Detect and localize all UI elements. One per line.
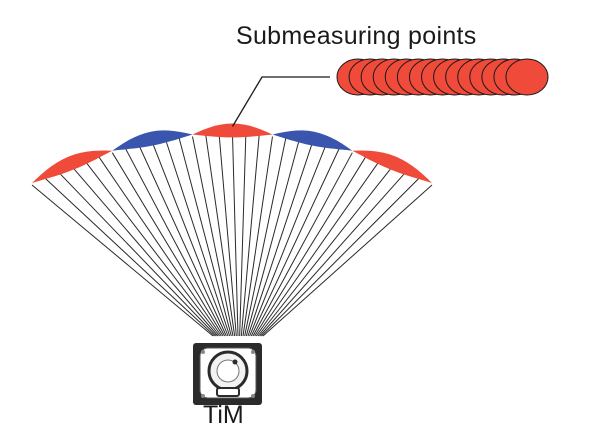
sensor-screw	[201, 350, 205, 354]
sensor-screw	[251, 394, 255, 398]
scan-beam	[138, 145, 227, 337]
tim-sensor-icon	[193, 343, 262, 405]
sensor-screw	[201, 394, 205, 398]
scan-beam	[165, 139, 231, 337]
scan-beam	[257, 166, 393, 337]
sensor-label: TiM	[203, 401, 244, 429]
submeasuring-points-label: Submeasuring points	[236, 22, 477, 50]
sensor-screw	[251, 350, 255, 354]
scan-beam	[242, 136, 273, 337]
scan-beam	[252, 152, 353, 337]
sensor-indicator	[232, 359, 238, 365]
scan-beam	[151, 142, 229, 337]
scan-beam	[218, 134, 237, 337]
scan-beam	[255, 161, 380, 337]
scan-beam	[247, 142, 313, 337]
scan-beam	[205, 135, 236, 337]
scan-beam	[259, 172, 406, 337]
scan-beam	[250, 148, 340, 337]
scan-beam	[31, 184, 214, 337]
scan-beam	[191, 136, 234, 337]
scan-beam	[111, 152, 224, 337]
callout-leader	[231, 76, 330, 127]
sensor-connector	[216, 387, 240, 397]
measuring-segment-3	[192, 123, 273, 138]
submeasuring-points-cluster	[336, 58, 549, 96]
scan-beam	[254, 156, 367, 337]
measuring-field-segments	[32, 123, 432, 183]
scan-beam	[239, 134, 247, 337]
scan-beam	[125, 148, 226, 337]
scan-beam	[260, 178, 420, 337]
measuring-segment-5	[352, 150, 432, 183]
scan-beam	[249, 145, 327, 337]
scan-beam	[98, 156, 222, 337]
scan-beams	[31, 134, 433, 337]
scan-beam	[244, 137, 287, 337]
submeasuring-point	[505, 58, 549, 96]
scan-beam	[178, 137, 232, 337]
scan-beam	[45, 178, 216, 337]
scan-beam	[58, 172, 217, 337]
scan-beam	[232, 134, 239, 337]
scan-beam	[262, 184, 433, 337]
sensor-lens	[216, 359, 240, 383]
measuring-segment-4	[272, 130, 353, 151]
scan-beam	[85, 161, 221, 337]
scan-beam	[245, 139, 300, 337]
scan-beam	[71, 166, 219, 337]
measuring-segment-2	[112, 130, 193, 151]
scan-beam	[240, 135, 260, 337]
callout-leader-line	[231, 76, 330, 127]
measuring-segment-1	[32, 150, 113, 183]
